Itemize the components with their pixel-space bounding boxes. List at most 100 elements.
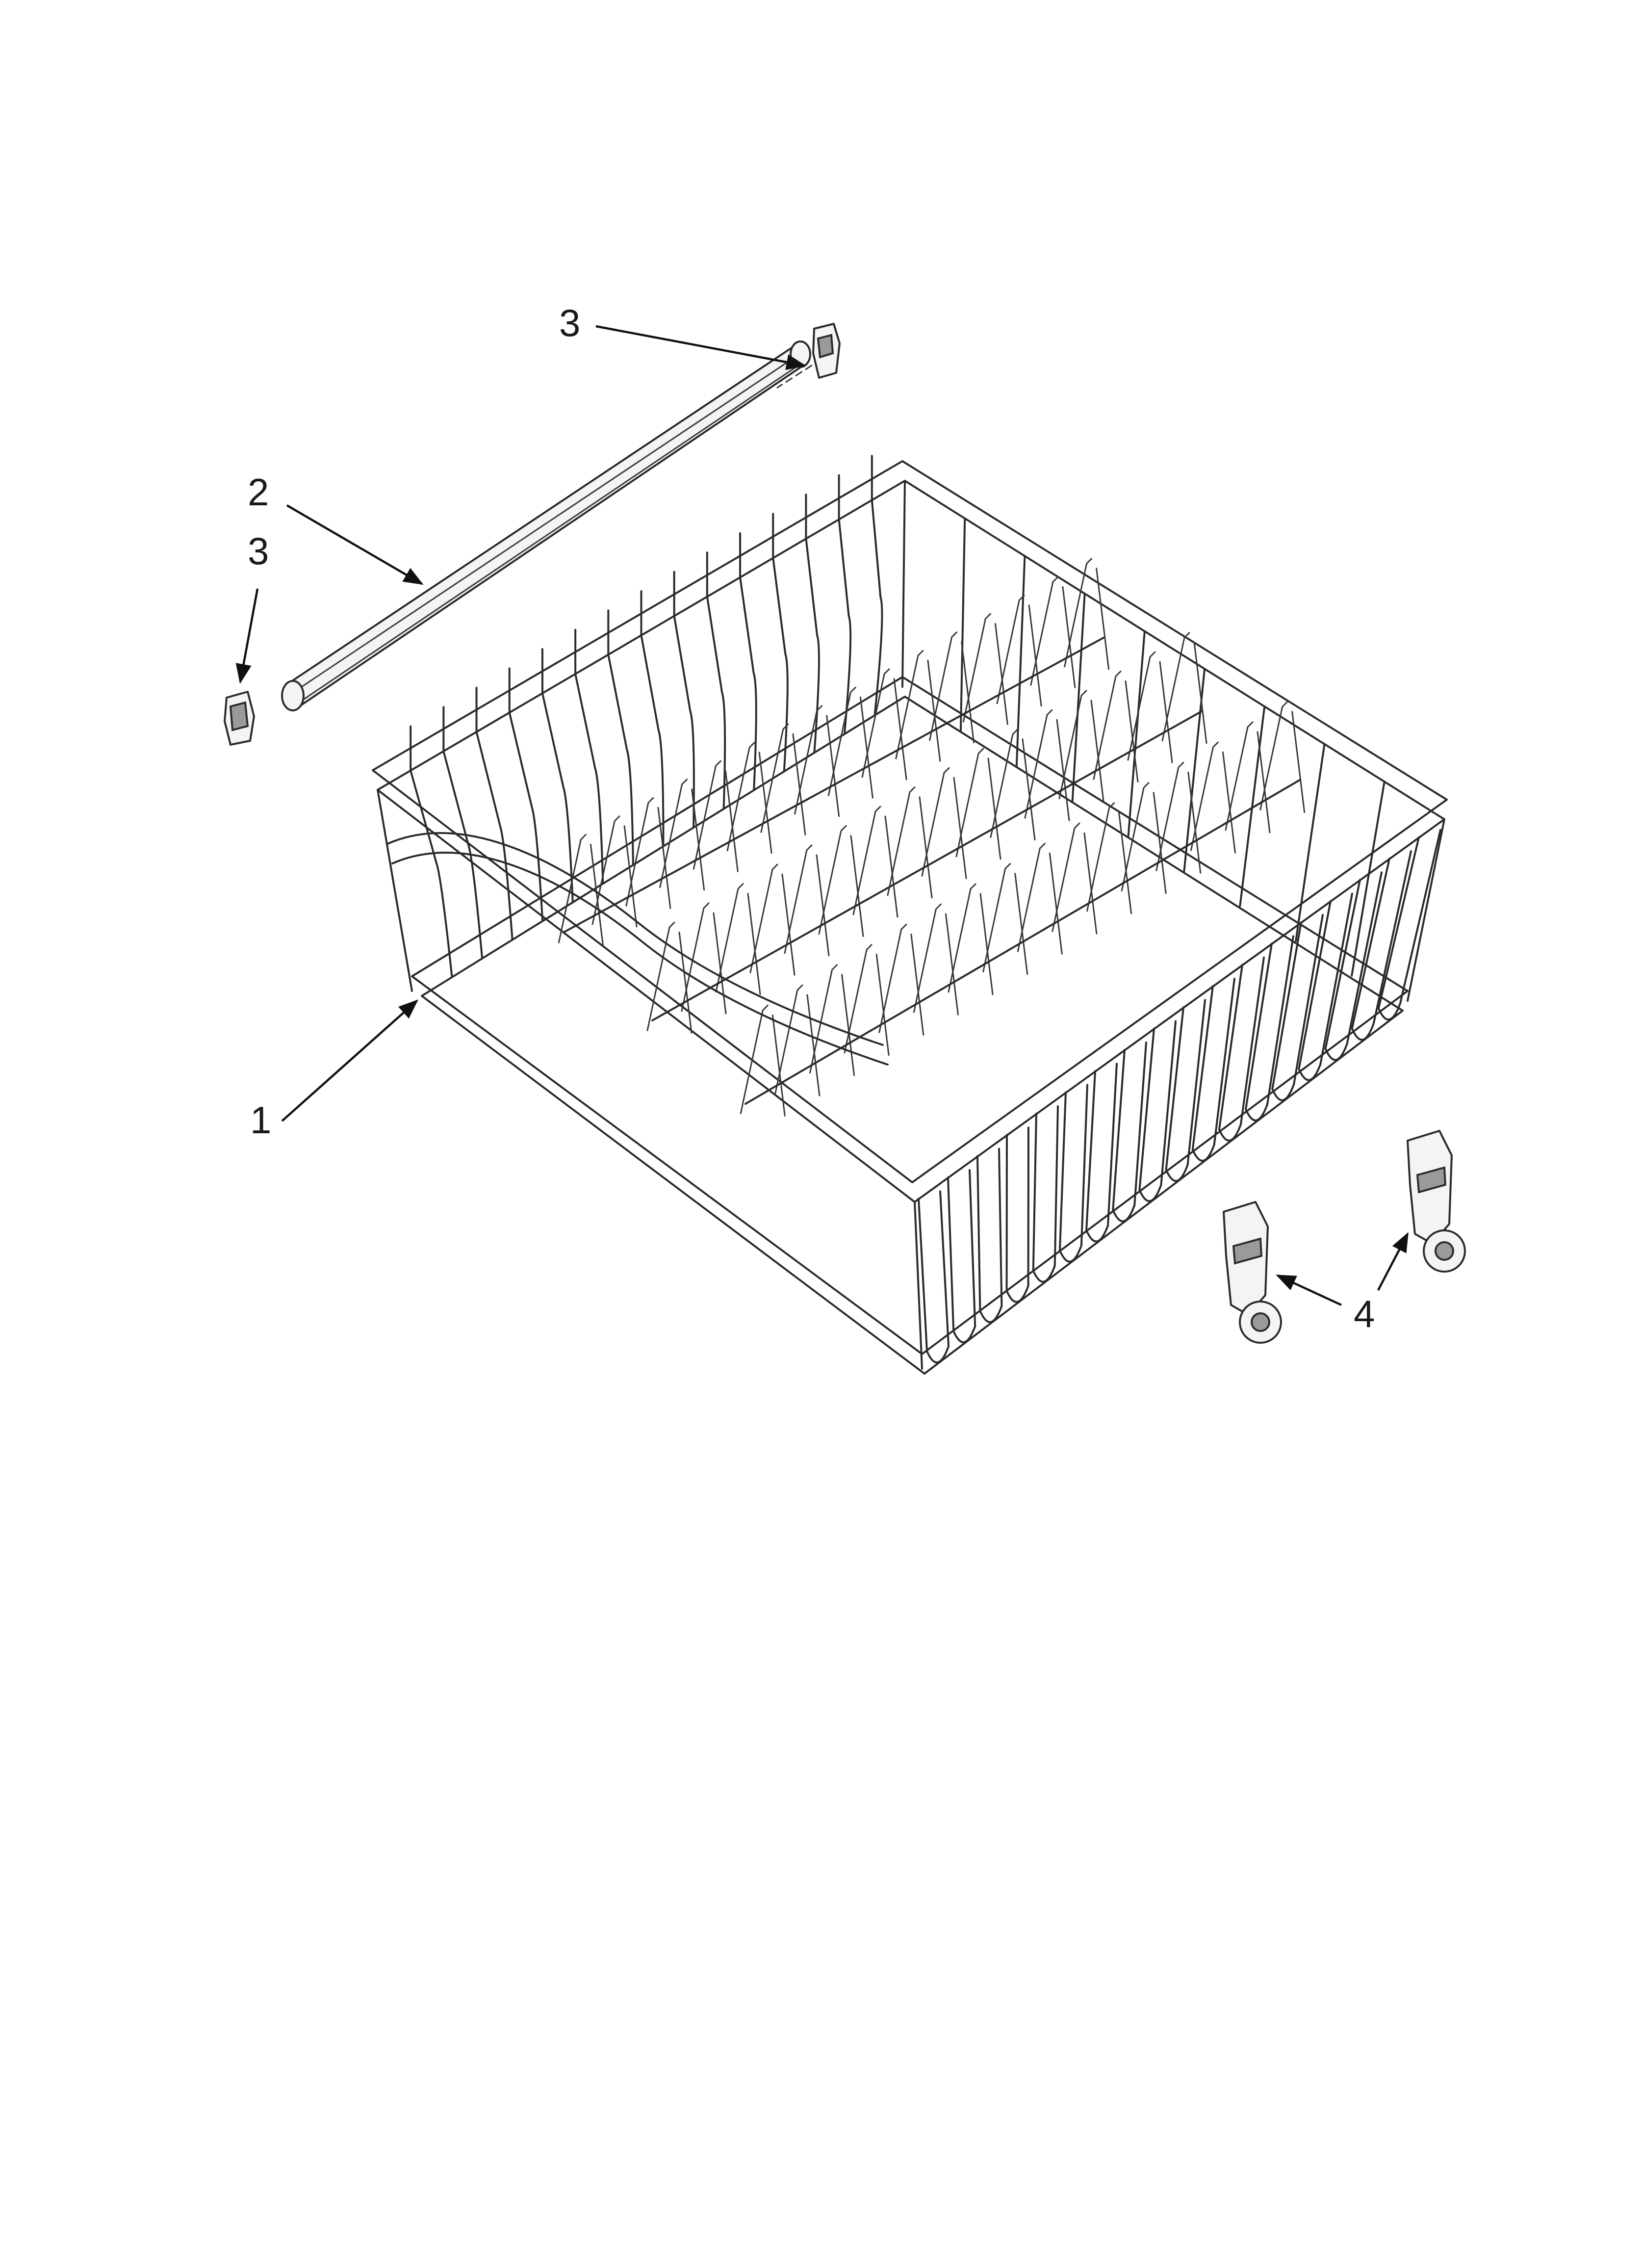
leader-line-3-left: [235, 588, 259, 684]
rack-wire: [1138, 1020, 1177, 1202]
callout-2: 2: [248, 470, 269, 514]
rack-wire: [945, 913, 959, 1016]
rack-wire: [1064, 558, 1093, 668]
rack-wire: [1090, 700, 1104, 802]
rack-wire: [1062, 586, 1076, 688]
rack-wire: [1017, 842, 1046, 952]
rack-wire: [850, 834, 864, 937]
rack-wire: [1298, 892, 1353, 1081]
rack-wire: [590, 843, 604, 946]
rack-wire: [784, 844, 813, 954]
rack-wire: [1024, 709, 1053, 819]
rack-wire: [681, 902, 710, 1012]
rack-wire: [959, 517, 966, 733]
rack-wire: [1058, 1084, 1088, 1263]
rack-wire: [1155, 761, 1184, 871]
rack-wire: [878, 923, 907, 1033]
rack-wire: [760, 723, 789, 833]
rack-wire: [1377, 829, 1441, 1021]
rack-wire: [691, 788, 705, 891]
rack-wire: [713, 912, 727, 1015]
rack-wire: [1121, 782, 1150, 892]
rack-wire: [976, 1147, 1003, 1323]
rack-wire: [841, 974, 855, 1076]
rack-wire: [955, 748, 984, 858]
rack-wire: [724, 770, 739, 872]
rack-wire: [1085, 1063, 1118, 1243]
rack-wire: [1291, 711, 1306, 813]
rack-wire: [659, 779, 688, 888]
rack-wire: [1187, 771, 1202, 874]
rack-wire: [541, 648, 574, 904]
rack-wire: [1030, 576, 1059, 686]
callout-4: 4: [1354, 1292, 1375, 1335]
rack-wire: [913, 903, 942, 1013]
rack-wire: [910, 933, 924, 1036]
rack-wire: [739, 532, 757, 791]
rack-wire: [861, 668, 890, 778]
rack-wire: [1191, 978, 1235, 1162]
rack-wire: [1127, 630, 1146, 837]
rack-wire: [1022, 738, 1036, 841]
rack-wire: [948, 883, 976, 993]
rack-wire: [1239, 705, 1266, 907]
rack-wire: [919, 796, 933, 899]
rack-wire: [693, 760, 721, 870]
rack-wire: [1271, 914, 1324, 1101]
rack-wire: [640, 590, 665, 847]
rack-wire: [749, 863, 778, 973]
rack-wire: [918, 1190, 950, 1363]
rack-wire: [1193, 642, 1207, 744]
rack-wire: [1259, 701, 1288, 811]
rack-wire: [771, 1014, 786, 1117]
rack-wire: [508, 667, 544, 922]
rack-wire: [987, 757, 1001, 860]
rack-wire: [1351, 850, 1412, 1041]
rack-wire: [927, 659, 941, 762]
leader-line-1: [281, 999, 419, 1122]
leader-line-3-top: [595, 325, 806, 370]
rack-wire: [715, 883, 744, 993]
rack-wire: [806, 994, 821, 1096]
rack-wire: [1245, 935, 1294, 1121]
rack-wire: [1049, 852, 1063, 955]
rack-wire: [792, 733, 806, 835]
rack-wire: [772, 513, 789, 773]
rack-wire: [1225, 721, 1254, 831]
rack-wire: [794, 705, 823, 815]
rack-wire: [475, 686, 513, 941]
rack-wire: [982, 863, 1011, 973]
leader-line-2: [286, 504, 424, 585]
rack-wire: [826, 715, 840, 817]
callout-3-left: 3: [248, 529, 269, 573]
rack-wire: [953, 777, 967, 879]
rack-wire: [962, 613, 991, 723]
rack-wire: [887, 786, 916, 896]
rack-wire: [706, 551, 726, 810]
rack-wire: [1083, 832, 1098, 935]
rack-wire: [929, 631, 958, 741]
rack-wire: [1058, 690, 1087, 800]
rack-wire: [591, 815, 620, 925]
rack-wire: [816, 854, 830, 957]
rack-wire: [781, 873, 795, 976]
rack-wire: [859, 696, 873, 799]
rack-wire: [947, 1169, 976, 1343]
rack-wire: [990, 729, 1019, 838]
rack-wire: [871, 455, 883, 717]
rack-wire: [1056, 719, 1070, 821]
rack-wire: [442, 706, 484, 960]
rack-roller-right-part: [1407, 1130, 1466, 1273]
rack-wire: [657, 807, 671, 909]
rack-wire: [1093, 670, 1122, 780]
rack-wire: [827, 686, 856, 796]
leader-line-4-left: [1276, 1274, 1342, 1306]
rack-wire: [623, 825, 638, 928]
rail-end-cap-left-part: [224, 691, 255, 746]
rack-wire: [1222, 751, 1236, 854]
rack-wire: [558, 834, 587, 943]
rack-wire: [1052, 822, 1080, 932]
rack-wire: [1015, 555, 1026, 768]
rack-rail-part: [281, 340, 811, 711]
